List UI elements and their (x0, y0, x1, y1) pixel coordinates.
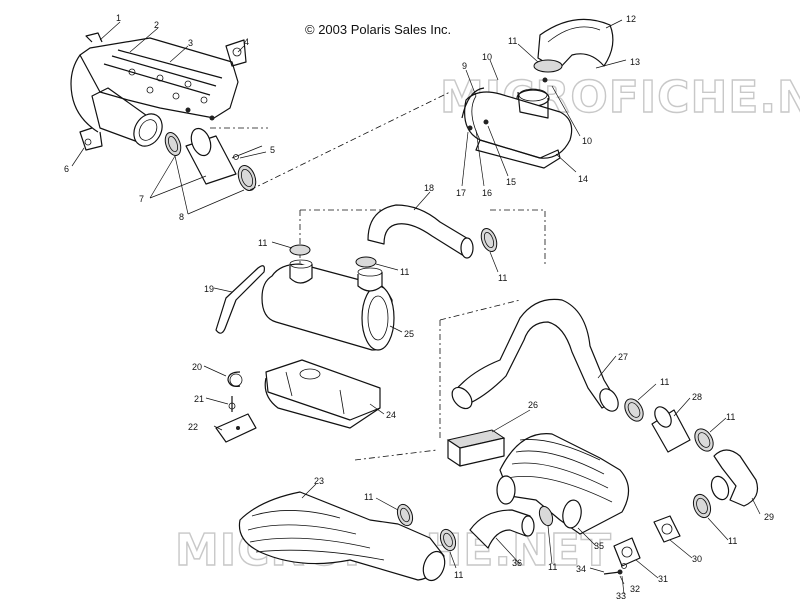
callout-33: 33 (616, 591, 626, 601)
callout-29: 29 (764, 512, 774, 522)
muffler-assembly (215, 204, 498, 351)
callout-3: 3 (188, 38, 193, 48)
callout-11-muffler-right: 11 (400, 267, 409, 277)
callout-26: 26 (528, 400, 538, 410)
callout-labels: 1 2 3 4 5 6 7 8 9 10 10 11 12 13 14 15 1… (64, 13, 774, 601)
resonator-upper (461, 18, 614, 169)
callout-17: 17 (456, 188, 466, 198)
callout-16: 16 (482, 188, 492, 198)
callout-11-pipe27: 11 (660, 377, 669, 387)
callout-21: 21 (194, 394, 204, 404)
exhaust-manifold (70, 32, 247, 151)
callout-34: 34 (576, 564, 586, 574)
exhaust-pipe-27 (451, 298, 759, 519)
callout-11-pipe29: 11 (728, 536, 737, 546)
part-26-plate (446, 429, 506, 467)
callout-31: 31 (658, 574, 668, 584)
callout-14: 14 (578, 174, 588, 184)
callout-11-muffler-left: 11 (258, 238, 267, 248)
callout-11-top: 11 (508, 36, 517, 46)
callout-7: 7 (139, 194, 144, 204)
callout-25: 25 (404, 329, 414, 339)
mounts-and-brackets (215, 359, 381, 443)
callout-27: 27 (618, 352, 628, 362)
callout-28: 28 (692, 392, 702, 402)
callout-32: 32 (630, 584, 640, 594)
callout-12: 12 (626, 14, 636, 24)
alignment-line-5 (354, 449, 438, 461)
alignment-line-6 (439, 299, 521, 440)
callout-8: 8 (179, 212, 184, 222)
callout-6: 6 (64, 164, 69, 174)
callout-24: 24 (386, 410, 396, 420)
callout-2: 2 (154, 20, 159, 30)
callout-22: 22 (188, 422, 198, 432)
callout-11-header: 11 (548, 562, 557, 572)
callout-9: 9 (462, 61, 467, 71)
callout-11-tail: 11 (364, 492, 373, 502)
alignment-line-7 (490, 209, 546, 265)
callout-4: 4 (244, 37, 249, 47)
callout-18: 18 (424, 183, 434, 193)
callout-23: 23 (314, 476, 324, 486)
callout-35: 35 (594, 541, 604, 551)
exhaust-header-35 (496, 433, 681, 575)
callout-15: 15 (506, 177, 516, 187)
callout-13: 13 (630, 57, 640, 67)
callout-1: 1 (116, 13, 121, 23)
exhaust-tail-23 (238, 491, 535, 582)
callout-5: 5 (270, 145, 275, 155)
callout-19: 19 (204, 284, 214, 294)
callout-36: 36 (512, 558, 522, 568)
callout-10-lower: 10 (582, 136, 592, 146)
copyright-text: © 2003 Polaris Sales Inc. (305, 22, 451, 37)
callout-30: 30 (692, 554, 702, 564)
callout-11-pipe18: 11 (498, 273, 507, 283)
callout-10-upper: 10 (482, 52, 492, 62)
manifold-couplings (164, 127, 263, 192)
callout-20: 20 (192, 362, 202, 372)
leader-lines (71, 19, 761, 595)
alignment-line-2 (249, 91, 451, 191)
callout-11-tail-lower: 11 (454, 570, 463, 580)
callout-11-pipe28: 11 (726, 412, 735, 422)
